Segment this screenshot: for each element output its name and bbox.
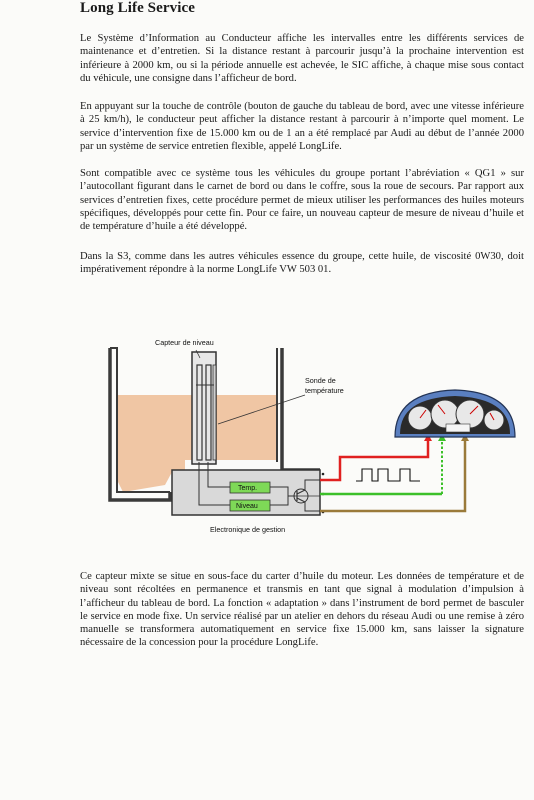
ground-wire	[320, 438, 467, 513]
sump-wall-left	[108, 348, 172, 502]
pwm-signal	[356, 468, 420, 482]
level-sensor-body	[191, 351, 217, 465]
paragraph-control-button: En appuyant sur la touche de contrôle (b…	[80, 101, 524, 152]
level-sensor-tube	[205, 364, 212, 461]
paragraph-oil-norm: Dans la S3, comme dans les autres véhicu…	[80, 251, 524, 276]
label-level-module: Niveau	[236, 503, 258, 510]
label-temp-module: Temp.	[238, 485, 257, 492]
level-sensor-tube	[196, 364, 203, 461]
label-level-sensor: Capteur de niveau	[155, 338, 214, 347]
temperature-probe	[212, 364, 217, 461]
page-title: Long Life Service	[80, 0, 196, 16]
sump-wall-left-inner	[110, 347, 170, 493]
label-ecu: Electronique de gestion	[210, 525, 285, 534]
paragraph-sic-intro: Le Système d’Information au Conducteur a…	[80, 33, 524, 84]
paragraph-sensor-description: Ce capteur mixte se situe en sous-face d…	[80, 571, 524, 649]
label-temp-probe: Sonde de	[305, 376, 336, 385]
label-temp-probe-2: température	[305, 386, 344, 395]
paragraph-compatibility: Sont compatible avec ce système tous les…	[80, 168, 524, 233]
supply-wire	[320, 438, 430, 482]
sump-wall-right	[280, 348, 320, 472]
